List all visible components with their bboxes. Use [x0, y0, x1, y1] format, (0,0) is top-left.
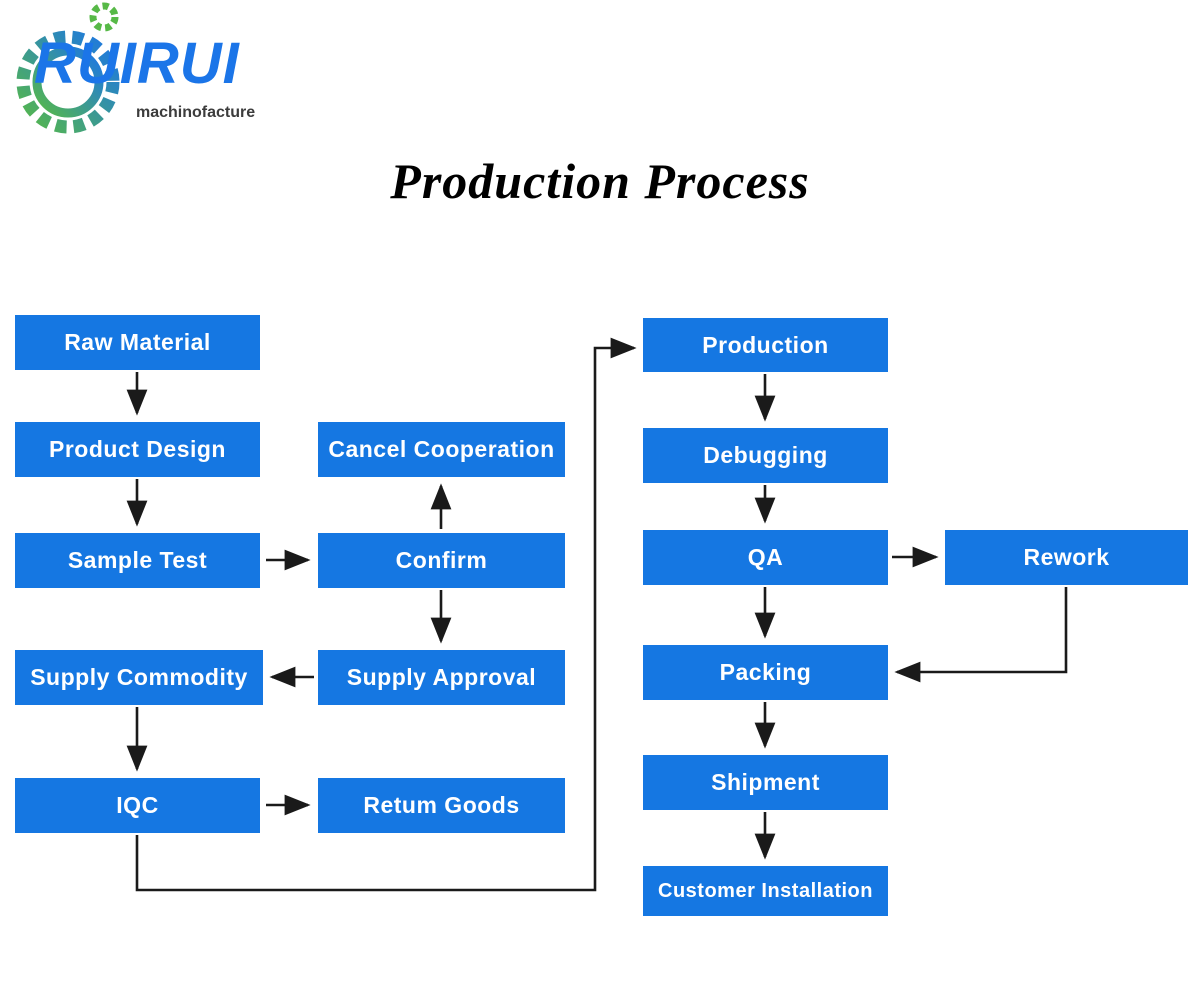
node-product-design: Product Design	[15, 422, 260, 477]
node-sample-test: Sample Test	[15, 533, 260, 588]
gear-icon-large	[16, 30, 120, 134]
node-confirm: Confirm	[318, 533, 565, 588]
node-customer-installation: Customer Installation	[643, 866, 888, 916]
node-shipment: Shipment	[643, 755, 888, 810]
node-iqc: IQC	[15, 778, 260, 833]
node-packing: Packing	[643, 645, 888, 700]
brand-name: RUIRUI	[34, 31, 240, 96]
node-supply-approval: Supply Approval	[318, 650, 565, 705]
node-return-goods: Retum Goods	[318, 778, 565, 833]
brand-tagline: machinofacture	[136, 104, 256, 121]
page-title: Production Process	[390, 153, 810, 209]
node-supply-commodity: Supply Commodity	[15, 650, 263, 705]
node-cancel-cooperation: Cancel Cooperation	[318, 422, 565, 477]
node-debugging: Debugging	[643, 428, 888, 483]
node-qa: QA	[643, 530, 888, 585]
brand-logo: RUIRUI machinofacture	[8, 2, 308, 147]
node-production: Production	[643, 318, 888, 372]
node-rework: Rework	[945, 530, 1188, 585]
gear-logo-graphic	[16, 2, 120, 134]
node-raw-material: Raw Material	[15, 315, 260, 370]
gear-icon-small	[89, 2, 119, 32]
